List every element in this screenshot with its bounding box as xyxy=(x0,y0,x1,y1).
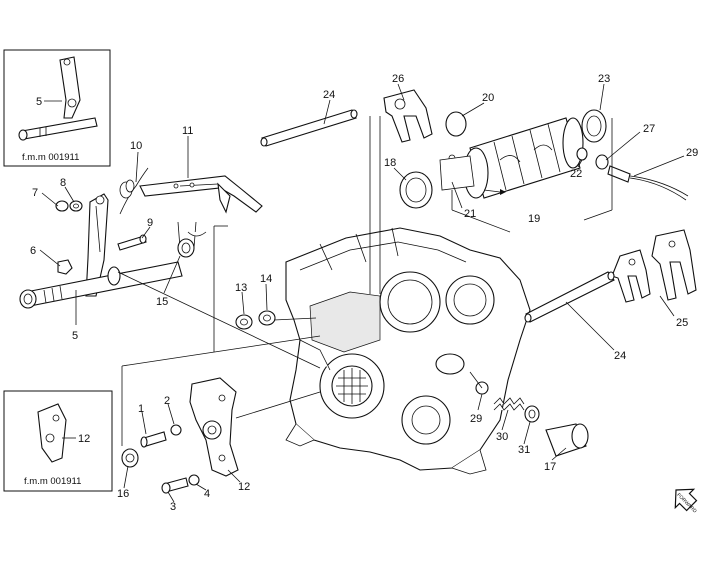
callout-30: 30 xyxy=(496,431,508,443)
direction-arrow: FORWARD xyxy=(674,488,698,515)
callout-10: 10 xyxy=(130,140,142,152)
gear-selector-assembly xyxy=(19,167,263,309)
assembly-lines xyxy=(117,116,613,446)
inset-bottom-caption: f.m.m 001911 xyxy=(24,476,81,487)
callout-27: 27 xyxy=(643,123,655,135)
callout-13: 13 xyxy=(235,282,247,294)
callout-12: 12 xyxy=(238,481,250,493)
callout-14: 14 xyxy=(260,273,272,285)
callout-7: 7 xyxy=(32,187,38,199)
leader-lines xyxy=(39,83,685,503)
callout-9: 9 xyxy=(147,217,153,229)
fork-shaft-top xyxy=(260,109,358,147)
inset-top-caption: f.m.m 001911 xyxy=(22,152,79,163)
detent-assembly xyxy=(475,381,589,457)
callout-labels: 5 6 7 8 9 10 11 15 13 14 24 26 20 23 27 … xyxy=(30,73,698,513)
callout-15: 15 xyxy=(156,296,168,308)
inset-top-shaft xyxy=(18,56,98,141)
callout-29: 29 xyxy=(686,147,698,159)
shift-plate-assembly xyxy=(121,377,239,494)
callout-6: 6 xyxy=(30,245,36,257)
input-gear-teeth xyxy=(336,368,368,404)
inset-bottom: 12 f.m.m 001911 xyxy=(3,390,113,492)
inset-top: 5 f.m.m 001911 xyxy=(3,49,111,167)
callout-23: 23 xyxy=(598,73,610,85)
callout-19: 19 xyxy=(528,213,540,225)
callout-1: 1 xyxy=(138,403,144,415)
washers-13-14 xyxy=(235,310,276,330)
callout-24: 24 xyxy=(614,350,626,362)
shift-forks-25 xyxy=(611,229,697,303)
fork-shaft-right xyxy=(524,271,615,323)
callout-11: 11 xyxy=(182,125,193,137)
callout-26: 26 xyxy=(392,73,404,85)
callout-18: 18 xyxy=(384,157,396,169)
gearbox-housing xyxy=(285,227,531,475)
callout-20: 20 xyxy=(482,92,494,104)
callout-3: 3 xyxy=(170,501,176,513)
callout-5: 5 xyxy=(36,96,42,108)
callout-29: 29 xyxy=(470,413,482,425)
callout-5: 5 xyxy=(72,330,78,342)
callout-17: 17 xyxy=(544,461,556,473)
callout-2: 2 xyxy=(164,395,170,407)
callout-12: 12 xyxy=(78,433,90,445)
callout-24: 24 xyxy=(323,89,335,101)
callout-25: 25 xyxy=(676,317,688,329)
callout-31: 31 xyxy=(518,444,530,456)
selector-drum xyxy=(399,109,689,209)
callout-16: 16 xyxy=(117,488,129,500)
callout-8: 8 xyxy=(60,177,66,189)
circlip-20 xyxy=(445,111,467,137)
callout-21: 21 xyxy=(464,208,476,220)
callout-4: 4 xyxy=(204,488,210,500)
direction-arrow-icon xyxy=(674,488,698,512)
callout-22: 22 xyxy=(570,168,582,180)
shift-fork-26 xyxy=(383,89,433,143)
